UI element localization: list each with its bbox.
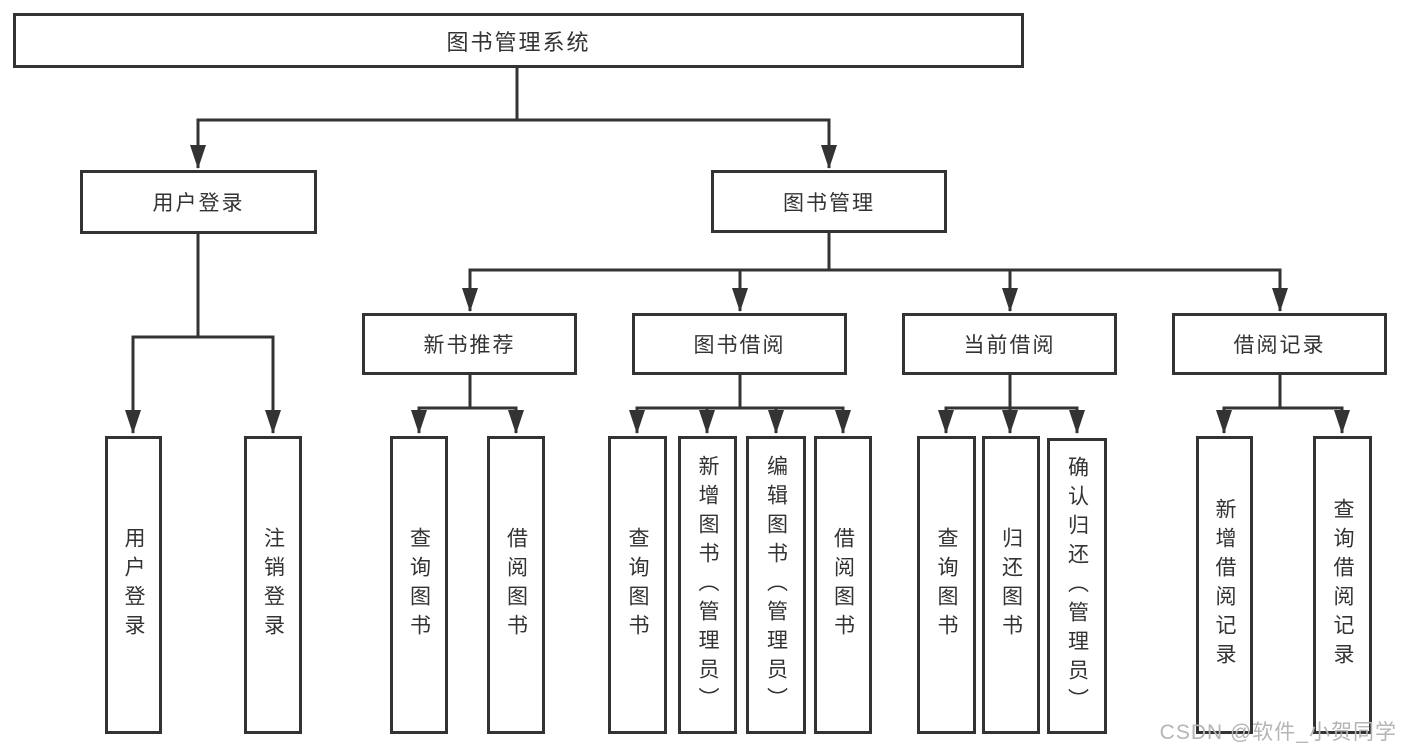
leaf-borrow-edit-book-admin: 编辑图书（管理员） xyxy=(746,436,806,734)
leaf-record-query-borrow-record: 查询借阅记录 xyxy=(1313,436,1372,734)
leaf-borrow-borrow-book: 借阅图书 xyxy=(814,436,872,734)
node-user-login: 用户登录 xyxy=(80,170,317,234)
leaf-recommend-borrow-book: 借阅图书 xyxy=(487,436,545,734)
leaf-user-login: 用户登录 xyxy=(105,436,162,734)
leaf-logout-login: 注销登录 xyxy=(244,436,302,734)
node-current-borrow: 当前借阅 xyxy=(902,313,1117,375)
leaf-current-query-book: 查询图书 xyxy=(917,436,976,734)
node-borrow-record: 借阅记录 xyxy=(1172,313,1387,375)
leaf-current-return-book: 归还图书 xyxy=(982,436,1040,734)
leaf-recommend-query-book: 查询图书 xyxy=(390,436,448,734)
leaf-borrow-query-book: 查询图书 xyxy=(608,436,667,734)
node-book-management: 图书管理 xyxy=(711,170,947,233)
leaf-borrow-add-book-admin: 新增图书（管理员） xyxy=(678,436,737,734)
leaf-current-confirm-return-admin: 确认归还（管理员） xyxy=(1047,438,1107,734)
csdn-watermark: CSDN @软件_小贺同学 xyxy=(1159,721,1397,744)
node-new-book-recommend: 新书推荐 xyxy=(362,313,577,375)
leaf-record-add-borrow-record: 新增借阅记录 xyxy=(1196,436,1253,734)
node-book-borrow: 图书借阅 xyxy=(632,313,847,375)
node-root-system: 图书管理系统 xyxy=(13,13,1024,68)
